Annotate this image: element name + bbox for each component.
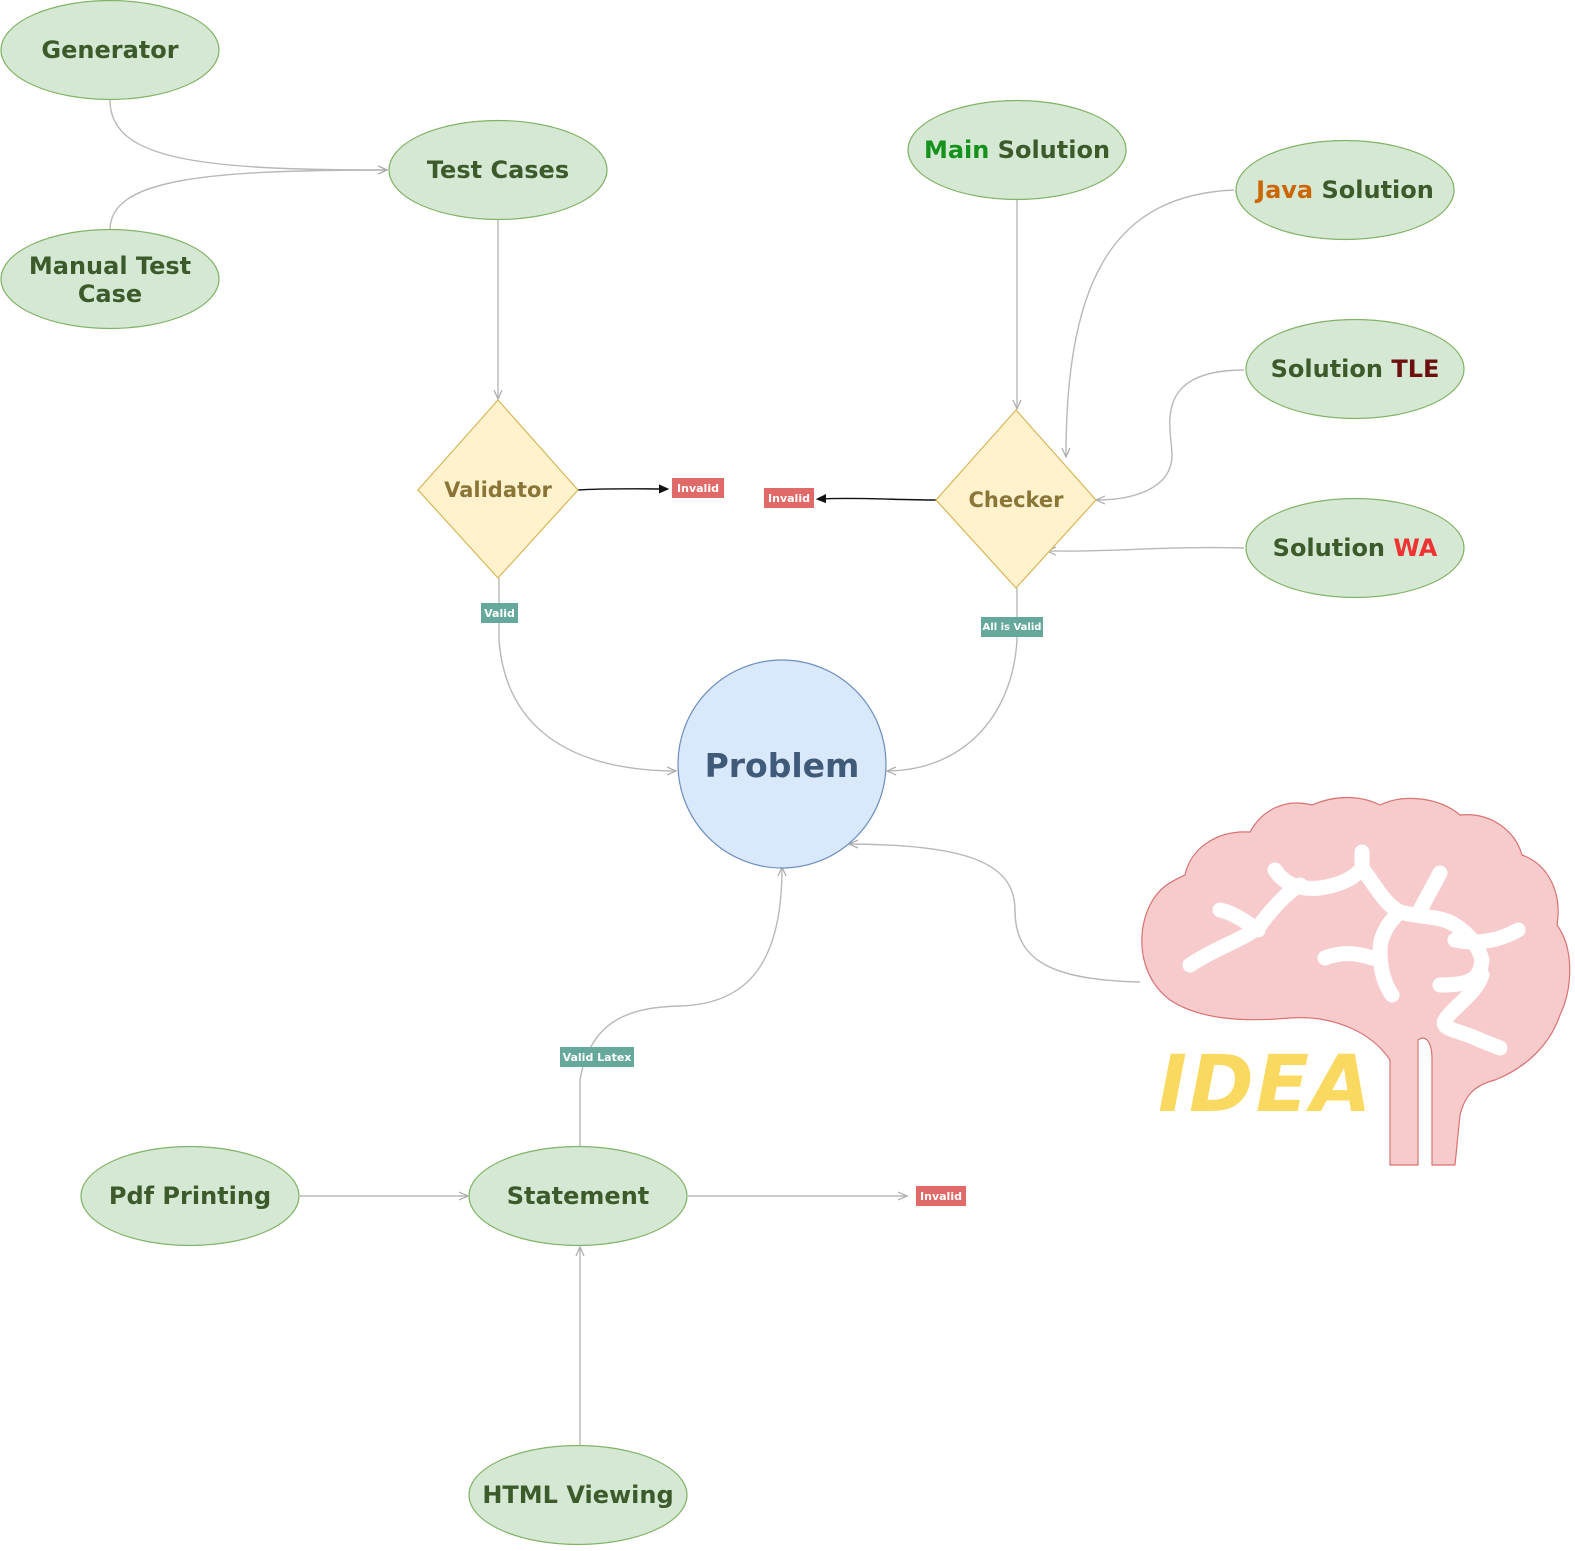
statement-label: Statement xyxy=(506,1182,650,1210)
edge-java-checker xyxy=(1066,189,1235,456)
tle-rest: Solution xyxy=(1270,355,1392,383)
main-solution-node[interactable] xyxy=(907,99,1127,201)
edge-validator-problem xyxy=(498,578,675,771)
solution-wa-label: Solution WA xyxy=(1250,528,1460,568)
edge-generator-testcases xyxy=(109,99,386,170)
all-is-valid-tag: All is Valid xyxy=(981,617,1043,637)
manual-test-case-label: Manual Test Case xyxy=(28,252,192,308)
main-solution-label: Main Solution xyxy=(912,130,1122,170)
html-viewing-label: HTML Viewing xyxy=(482,1481,674,1509)
test-cases-label: Test Cases xyxy=(426,156,570,184)
checker-label: Checker xyxy=(968,488,1064,512)
java-solution-label: Java Solution xyxy=(1240,170,1450,210)
wa-rest: Solution xyxy=(1272,534,1394,562)
problem-node[interactable] xyxy=(677,659,887,869)
generator-node[interactable] xyxy=(0,0,220,101)
checker-invalid-tag: Invalid xyxy=(764,488,814,508)
validator-invalid-tag: Invalid xyxy=(672,478,724,498)
main-rest: Solution xyxy=(989,136,1111,164)
wa-accent: WA xyxy=(1393,534,1438,562)
java-rest: Solution xyxy=(1313,176,1434,204)
generator-label: Generator xyxy=(41,36,179,64)
edge-tle-checker xyxy=(1097,369,1245,500)
html-viewing-node[interactable] xyxy=(468,1444,688,1546)
validator-label: Validator xyxy=(444,478,552,502)
problem-label: Problem xyxy=(704,745,860,785)
edge-statement-problem xyxy=(579,868,782,1146)
edge-manual-testcases xyxy=(109,170,386,231)
test-cases-node[interactable] xyxy=(388,119,608,221)
tle-accent: TLE xyxy=(1391,355,1440,383)
idea-text: IDEA xyxy=(1158,1040,1374,1130)
statement-invalid-tag: Invalid xyxy=(916,1186,966,1206)
valid-latex-tag: Valid Latex xyxy=(560,1047,634,1067)
main-accent: Main xyxy=(923,136,990,164)
statement-node[interactable] xyxy=(468,1145,688,1247)
solution-tle-node[interactable] xyxy=(1245,318,1465,420)
edge-checker-invalid xyxy=(818,498,938,500)
valid-tag: Valid xyxy=(481,603,518,623)
solution-tle-label: Solution TLE xyxy=(1250,349,1460,389)
edge-checker-problem xyxy=(888,588,1018,771)
edge-wa-checker xyxy=(1048,548,1245,552)
manual-test-case-node[interactable] xyxy=(0,228,220,330)
brain-icon xyxy=(1141,796,1571,1166)
checker-node[interactable] xyxy=(935,409,1097,589)
validator-node[interactable] xyxy=(417,399,579,579)
solution-wa-node[interactable] xyxy=(1245,497,1465,599)
java-accent: Java xyxy=(1256,176,1314,204)
java-solution-node[interactable] xyxy=(1235,139,1455,241)
pdf-printing-node[interactable] xyxy=(80,1145,300,1247)
pdf-printing-label: Pdf Printing xyxy=(108,1182,272,1210)
edge-brain-problem xyxy=(850,844,1141,983)
edge-validator-invalid xyxy=(577,489,667,490)
